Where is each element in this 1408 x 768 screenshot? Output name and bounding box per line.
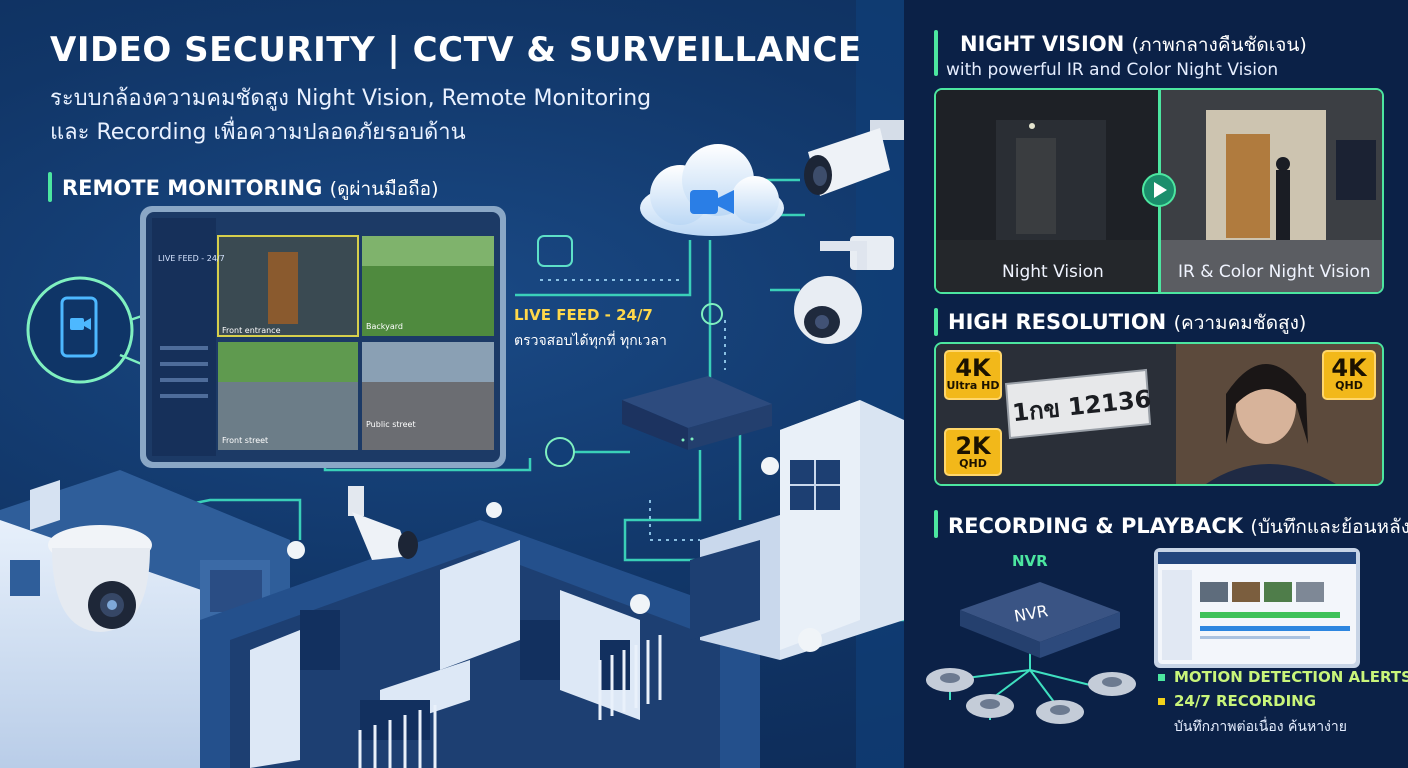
nvr-label: NVR (1012, 552, 1048, 570)
hard-drive-icon (926, 668, 1136, 724)
network-illustration (0, 0, 904, 768)
feature-text: MOTION DETECTION ALERTS (1174, 668, 1408, 686)
badge-small: Ultra HD (946, 379, 1000, 392)
remote-title-thai: (ดูผ่านมือถือ) (329, 178, 439, 200)
badge-big: 4K (1331, 354, 1367, 382)
high-resolution-title: HIGH RESOLUTION (ความคมชัดสูง) (948, 308, 1306, 338)
recording-title-thai: (บันทึกและย้อนหลัง) (1250, 516, 1408, 538)
feature-text: 24/7 RECORDING (1174, 692, 1317, 710)
hires-title-text: HIGH RESOLUTION (948, 310, 1167, 334)
feature-24-7-recording: 24/7 RECORDING (1158, 692, 1316, 710)
small-bullet-camera (348, 486, 418, 560)
night-title-text: NIGHT VISION (960, 32, 1125, 56)
night-title-thai: (ภาพกลางคืนชัดเจน) (1131, 34, 1307, 56)
remote-title-text: REMOTE MONITORING (62, 176, 323, 200)
page-subtitle-line1: ระบบกล้องความคมชัดสูง Night Vision, Remo… (50, 86, 652, 111)
night-vision-title: NIGHT VISION (ภาพกลางคืนชัดเจน) (960, 30, 1307, 60)
feature-bullet (1158, 698, 1165, 705)
camera-label: Front street (222, 436, 269, 445)
globe-icon (701, 303, 723, 325)
section-accent (934, 510, 938, 538)
bullet-camera (804, 120, 904, 196)
camera-label: Front entrance (222, 326, 281, 335)
night-vision-caption: Night Vision (1002, 262, 1104, 282)
page-subtitle-line2: และ Recording เพื่อความปลอดภัยรอบด้าน (50, 120, 466, 145)
badge-small: QHD (959, 457, 987, 470)
live-feed-title: LIVE FEED - 24/7 (514, 306, 653, 324)
dome-camera (48, 525, 152, 632)
router-device (622, 376, 772, 450)
section-accent (934, 308, 938, 336)
high-resolution-card (934, 342, 1384, 486)
playback-screen (1154, 548, 1360, 668)
remote-monitoring-title: REMOTE MONITORING (ดูผ่านมือถือ) (62, 174, 438, 204)
phone-camera-icon (60, 296, 98, 358)
night-vision-comparison (936, 90, 1382, 292)
badge-small: QHD (1335, 379, 1363, 392)
feature-bullet (1158, 674, 1165, 681)
badge-big: 2K (955, 432, 991, 460)
monitor-dashboard (140, 206, 506, 468)
badge-2k-qhd: 2K QHD (944, 428, 1002, 476)
nvr-diagram (926, 582, 1136, 724)
recording-playback-title: RECORDING & PLAYBACK (บันทึกและย้อนหลัง) (948, 512, 1408, 542)
page-title: VIDEO SECURITY | CCTV & SURVEILLANCE (50, 30, 862, 70)
hires-title-thai: (ความคมชัดสูง) (1173, 312, 1307, 334)
badge-big: 4K (955, 354, 991, 382)
recording-title-text: RECORDING & PLAYBACK (948, 514, 1244, 538)
feature-motion-detection: MOTION DETECTION ALERTS (1158, 668, 1408, 686)
qr-icon (537, 235, 573, 267)
badge-4k-uhd: 4K Ultra HD (944, 350, 1002, 400)
high-resolution-preview (936, 344, 1382, 484)
section-accent (934, 30, 938, 76)
badge-4k-qhd: 4K QHD (1322, 350, 1376, 400)
camera-label: Backyard (366, 322, 403, 331)
feature-subtext: บันทึกภาพต่อเนื่อง ค้นหาง่าย (1174, 719, 1347, 735)
night-vision-card (934, 88, 1384, 294)
color-night-vision-caption: IR & Color Night Vision (1178, 262, 1371, 282)
ptz-camera (794, 236, 894, 344)
section-accent (48, 172, 52, 202)
live-feed-subtitle: ตรวจสอบได้ทุกที่ ทุกเวลา (514, 333, 667, 349)
night-vision-subtitle: with powerful IR and Color Night Vision (946, 60, 1279, 80)
cloud-camera-icon (640, 144, 784, 236)
camera-label: Public street (366, 420, 416, 429)
monitor-label: LIVE FEED - 24/7 (158, 254, 225, 263)
